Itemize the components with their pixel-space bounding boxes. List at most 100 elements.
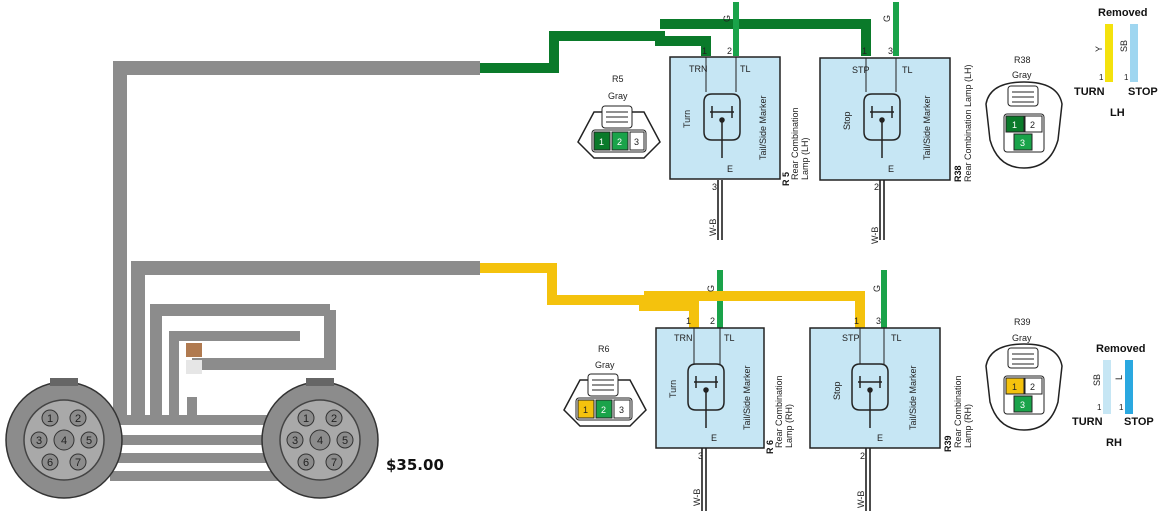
legend-lh: Removed Y SB 1 1 TURN STOP LH xyxy=(1074,7,1158,119)
yellow-wire xyxy=(480,263,865,328)
r5-wire-bottom: W-B xyxy=(708,219,718,236)
left-plug-pin-2: 2 xyxy=(75,413,81,425)
white-wire-end xyxy=(186,360,202,374)
connector-r38: R38 Gray 1 2 3 xyxy=(985,55,1063,169)
right-plug-pin-5: 5 xyxy=(342,435,348,447)
lamp-r5: G 1 2 TRN TL Turn Tail/Side Marker E 3 W… xyxy=(669,15,810,236)
r39-connector-pin-1: 1 xyxy=(1012,382,1017,392)
lh-wire-2: SB xyxy=(1119,40,1129,52)
r6-connector-pin-3: 3 xyxy=(619,405,624,415)
r6-connector-color: Gray xyxy=(595,360,615,370)
r38-bulb-icon xyxy=(863,93,901,158)
rh-turn-label: TURN xyxy=(1072,416,1103,428)
connector-r6: R6 Gray 1 2 3 xyxy=(563,344,647,427)
r39-connector-color: Gray xyxy=(1012,333,1032,343)
r5-connector-pin-2: 2 xyxy=(617,137,622,147)
r38-pin-right: 3 xyxy=(888,46,893,56)
r38-connector-pin-2: 2 xyxy=(1030,120,1035,130)
trailer-plug-left: 1 2 3 4 5 6 7 xyxy=(5,378,123,499)
r39-term-bottom: E xyxy=(877,433,883,443)
rh-wire-1: SB xyxy=(1092,374,1102,386)
gray-harness xyxy=(110,61,480,481)
r5-term-right: TL xyxy=(740,64,751,74)
r5-pin-bottom: 3 xyxy=(712,182,717,192)
r39-wire-top: G xyxy=(872,285,882,292)
r5-marker: Tail/Side Marker xyxy=(758,95,768,160)
r38-pin-bottom: 2 xyxy=(874,182,879,192)
lh-side-label: LH xyxy=(1110,107,1125,119)
r5-connector-pin-3: 3 xyxy=(634,137,639,147)
r5-function: Turn xyxy=(682,110,692,128)
lamp-r6: G 1 2 TRN TL Turn Tail/Side Marker E 3 W… xyxy=(655,285,794,506)
r6-wire-bottom: W-B xyxy=(692,489,702,506)
lh-removed-label: Removed xyxy=(1098,7,1148,19)
connector-r39: R39 Gray 1 2 3 xyxy=(985,317,1063,431)
r6-pin-bottom: 3 xyxy=(698,451,703,461)
r38-term-left: STP xyxy=(852,65,870,75)
r38-term-right: TL xyxy=(902,65,913,75)
right-plug-pin-7: 7 xyxy=(331,457,337,469)
r39-id: R39 xyxy=(943,435,953,452)
brown-wire-end xyxy=(186,343,202,357)
r6-function: Turn xyxy=(668,380,678,398)
green-wire-lh xyxy=(480,19,871,73)
r6-connector-pin-2: 2 xyxy=(601,405,606,415)
price-label: $35.00 xyxy=(386,456,444,474)
r39-pin-right: 3 xyxy=(876,316,881,326)
r39-wire-bottom: W-B xyxy=(856,491,866,508)
r6-marker: Tail/Side Marker xyxy=(742,365,752,430)
left-plug-pin-4: 4 xyxy=(61,435,67,447)
r5-pin-left: 1 xyxy=(702,46,707,56)
lh-wire-1: Y xyxy=(1094,46,1104,52)
r5-term-left: TRN xyxy=(689,64,708,74)
right-plug-pin-2: 2 xyxy=(331,413,337,425)
r39-desc1: Rear Combination xyxy=(953,375,963,448)
r38-wire-top: G xyxy=(882,15,892,22)
r6-desc1: Rear Combination xyxy=(774,375,784,448)
r39-pin-left: 1 xyxy=(854,316,859,326)
lh-stop-label: STOP xyxy=(1128,86,1158,98)
r38-term-bottom: E xyxy=(888,164,894,174)
r6-wire-top: G xyxy=(706,285,716,292)
r38-connector-pin-1: 1 xyxy=(1012,120,1017,130)
r5-bulb-icon xyxy=(703,93,741,158)
left-plug-pin-6: 6 xyxy=(47,457,53,469)
left-plug-pin-5: 5 xyxy=(86,435,92,447)
r38-connector-color: Gray xyxy=(1012,70,1032,80)
r6-desc2: Lamp (RH) xyxy=(784,404,794,448)
r6-term-bottom: E xyxy=(711,433,717,443)
r38-marker: Tail/Side Marker xyxy=(922,95,932,160)
r39-connector-pin-3: 3 xyxy=(1020,400,1025,410)
lamp-r39: G 1 3 STP TL Stop Tail/Side Marker E 2 W… xyxy=(809,285,973,508)
r38-connector-name: R38 xyxy=(1014,55,1031,65)
rh-removed-label: Removed xyxy=(1096,343,1146,355)
r5-id: R 5 xyxy=(781,172,791,186)
r6-pin-right: 2 xyxy=(710,316,715,326)
r39-term-left: STP xyxy=(842,333,860,343)
rh-wire-2: L xyxy=(1114,375,1124,380)
r6-pin-left: 1 xyxy=(686,316,691,326)
r5-term-bottom: E xyxy=(727,164,733,174)
r38-id: R38 xyxy=(953,165,963,182)
r5-connector-color: Gray xyxy=(608,91,628,101)
rh-pin-2: 1 xyxy=(1119,403,1124,412)
r38-connector-pin-3: 3 xyxy=(1020,138,1025,148)
lamp-r38: G 1 3 STP TL Stop Tail/Side Marker E 2 W… xyxy=(819,15,973,244)
r39-desc2: Lamp (RH) xyxy=(963,404,973,448)
left-plug-pin-3: 3 xyxy=(36,435,42,447)
r39-bulb-icon xyxy=(851,363,889,428)
right-plug-pin-6: 6 xyxy=(303,457,309,469)
ground-wires xyxy=(701,180,885,511)
r6-connector-pin-1: 1 xyxy=(583,405,588,415)
r38-function: Stop xyxy=(842,111,852,130)
r6-term-left: TRN xyxy=(674,333,693,343)
r6-term-right: TL xyxy=(724,333,735,343)
left-plug-pin-1: 1 xyxy=(47,413,53,425)
r5-wire-top: G xyxy=(722,15,732,22)
right-plug-pin-3: 3 xyxy=(292,435,298,447)
r6-connector-name: R6 xyxy=(598,344,610,354)
r5-desc2: Lamp (LH) xyxy=(800,137,810,180)
connector-r5: R5 Gray 1 2 3 xyxy=(577,74,661,159)
legend-rh: Removed SB L 1 1 TURN STOP RH xyxy=(1072,343,1154,449)
